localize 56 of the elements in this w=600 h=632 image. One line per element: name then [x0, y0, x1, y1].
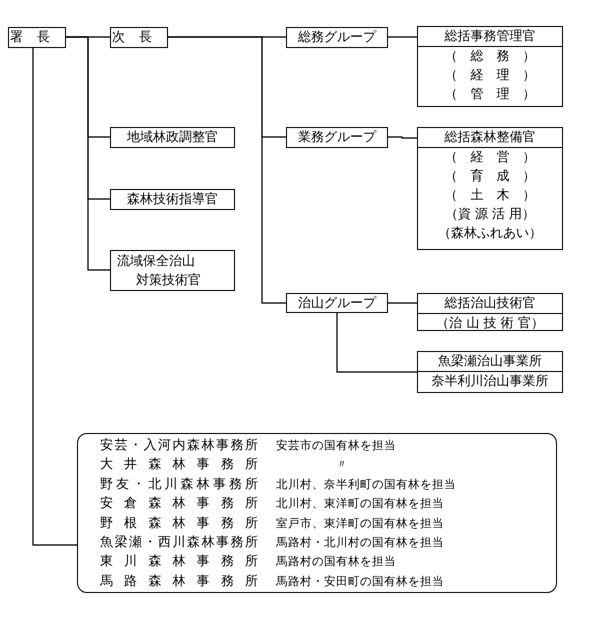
office-name: 野友・北川森林事務所: [100, 476, 258, 494]
org-box: [110, 189, 235, 210]
area-note: 馬路村・安田町の国有林を担当: [276, 572, 445, 590]
office-name: 安芸・入河内森林事務所: [100, 437, 258, 455]
connector-line: [388, 302, 417, 304]
box-title: 魚梁瀬治山事業所: [438, 353, 542, 371]
box-text: （ 経 営 ）: [444, 149, 536, 167]
box-text: （ 総 務 ）: [444, 48, 536, 66]
box-title: 次長: [112, 29, 166, 47]
box-text: （森林ふれあい）: [438, 225, 542, 243]
box-title: 地域林政調整官: [127, 129, 218, 147]
area-note: 北川村、東洋町の国有林を担当: [276, 495, 445, 512]
box-title: 流域保全治山対策技術官: [117, 253, 201, 290]
connector-line: [388, 136, 417, 139]
org-box: [417, 293, 563, 331]
org-box: [110, 250, 235, 291]
box-title: 森林技術指導官: [127, 191, 218, 209]
connector-line: [388, 36, 417, 38]
box-title: 総括森林整備官: [444, 129, 536, 147]
connector-line: [32, 48, 77, 546]
box-title: 総務グループ: [298, 29, 376, 47]
box-title: 総括治山技術官: [444, 295, 536, 313]
org-box: [417, 127, 563, 250]
office-name: 魚梁瀬・西川森林事務所: [100, 534, 258, 552]
connector-line: [168, 36, 286, 304]
box-title: 総括事務管理官: [444, 28, 536, 46]
area-note: 〃: [335, 456, 349, 474]
org-box: [286, 127, 388, 148]
area-note: 北川村、奈半利町の国有林を担当: [276, 476, 457, 493]
area-note: 安芸市の国有林を担当: [276, 437, 397, 454]
office-name: 安倉森林事務所: [100, 495, 258, 514]
office-name: 東川森林事務所: [100, 553, 258, 572]
area-note: 室戸市、東洋町の国有林を担当: [276, 514, 445, 532]
org-box: [417, 26, 563, 107]
org-box: [286, 293, 388, 313]
box-title: 業務グループ: [298, 129, 376, 147]
connector-line: [336, 313, 417, 373]
office-name: 大井森林事務所: [100, 456, 258, 474]
area-note: 馬路村の国有林を担当: [276, 553, 397, 570]
box-text: （ 経 理 ）: [444, 67, 536, 85]
box-text: （ 育 成 ）: [444, 168, 536, 186]
office-name: 馬路森林事務所: [100, 572, 258, 591]
connector-line: [66, 36, 110, 271]
box-text: （ 土 木 ）: [444, 187, 536, 205]
box-text: 奈半利川治山事業所: [432, 373, 548, 391]
area-note: 馬路村・北川村の国有林を担当: [276, 534, 445, 551]
box-title: 署長: [10, 29, 64, 47]
office-name: 野根森林事務所: [100, 514, 258, 533]
office-panel: [77, 433, 557, 593]
org-box: [110, 127, 235, 148]
org-box: [286, 27, 388, 48]
box-text: （資 源 活 用）: [444, 206, 536, 224]
box-title: 治山グループ: [298, 295, 376, 313]
box-text: （治 山 技 術 官）: [436, 315, 544, 333]
org-box: [417, 351, 563, 393]
box-text: （ 管 理 ）: [444, 86, 536, 104]
